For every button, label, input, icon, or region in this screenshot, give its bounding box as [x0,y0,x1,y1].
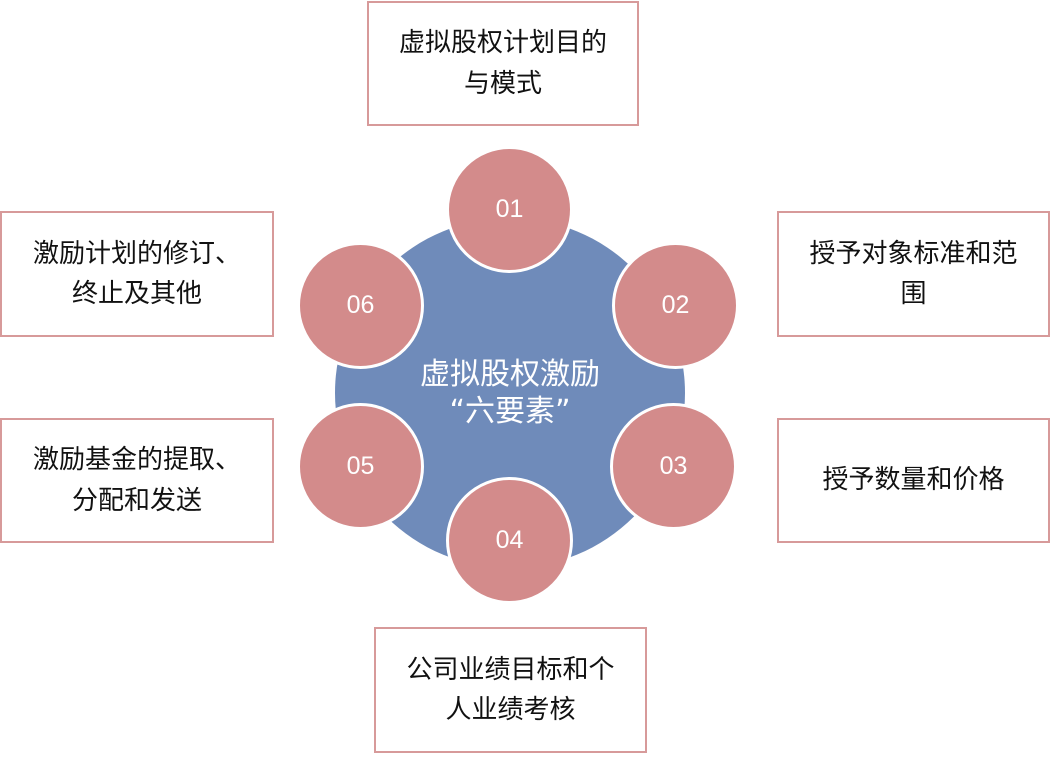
element-box-04: 公司业绩目标和个 人业绩考核 [374,627,647,753]
element-box-02: 授予对象标准和范 围 [777,211,1050,337]
node-01: 01 [446,146,573,273]
node-02-number: 02 [661,291,690,319]
node-06: 06 [297,242,424,369]
node-03-number: 03 [659,452,688,480]
node-05-number: 05 [346,452,375,480]
node-01-number: 01 [495,195,524,223]
node-05: 05 [297,403,424,530]
node-04-number: 04 [495,526,524,554]
node-06-number: 06 [346,291,375,319]
center-title: 虚拟股权激励 “六要素” [420,356,600,430]
element-box-06: 激励计划的修订、 终止及其他 [0,211,274,337]
element-box-05: 激励基金的提取、 分配和发送 [0,418,274,543]
node-04: 04 [446,477,573,604]
element-box-03: 授予数量和价格 [777,418,1050,543]
node-02: 02 [612,242,739,369]
node-03: 03 [610,403,737,530]
element-box-01: 虚拟股权计划目的 与模式 [367,1,639,126]
